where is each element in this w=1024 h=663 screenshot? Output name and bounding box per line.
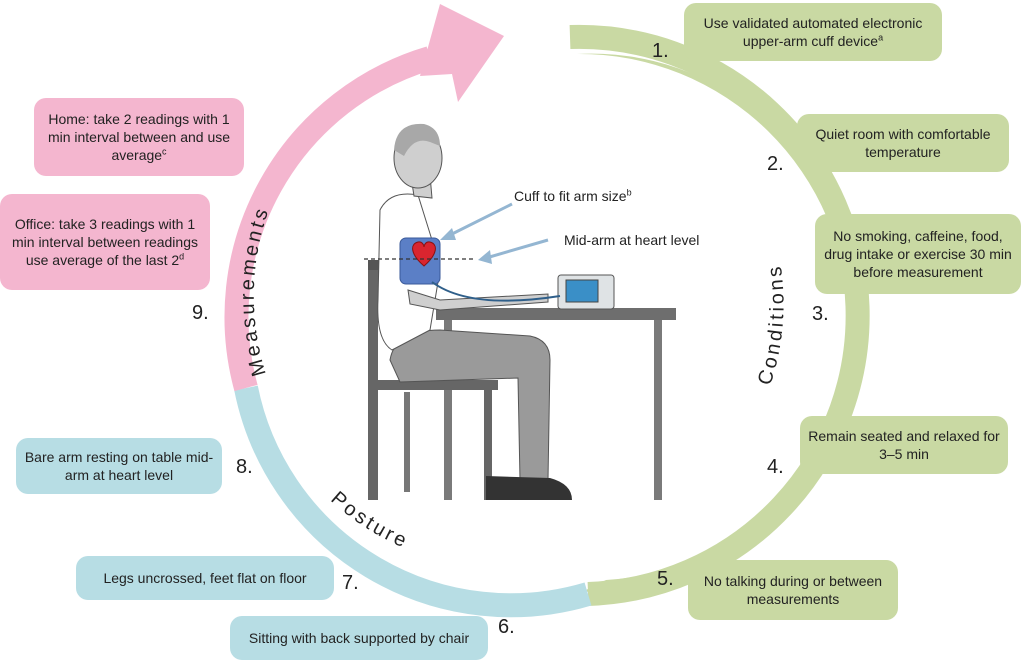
table-illustration — [436, 308, 676, 500]
step-1-box: Use validated automated electronic upper… — [684, 3, 942, 61]
step-6-number: 6. — [498, 616, 515, 638]
step-6-box: Sitting with back supported by chair — [230, 616, 488, 660]
step-9-home-box: Home: take 2 readings with 1 min interva… — [34, 98, 244, 176]
heart-icon — [412, 241, 436, 267]
step-4-number: 4. — [767, 456, 784, 478]
step-1-number: 1. — [652, 40, 669, 62]
bp-monitor-illustration — [557, 274, 615, 310]
measurements-arrowhead — [420, 4, 504, 102]
step-2-box: Quiet room with comfortable temperature — [797, 114, 1009, 172]
step-5-box: No talking during or between measurement… — [688, 560, 898, 620]
step-3-number: 3. — [812, 303, 829, 325]
step-9-number: 9. — [192, 302, 209, 324]
step-9-office-box: Office: take 3 readings with 1 min inter… — [0, 194, 210, 290]
step-8-box: Bare arm resting on table mid-arm at hea… — [16, 438, 222, 494]
step-7-box: Legs uncrossed, feet flat on floor — [76, 556, 334, 600]
step-3-box: No smoking, caffeine, food, drug intake … — [815, 214, 1021, 294]
posture-arc — [234, 385, 592, 618]
step-2-number: 2. — [767, 153, 784, 175]
cuff-annotation: Cuff to fit arm sizeb — [514, 187, 632, 204]
step-8-number: 8. — [236, 456, 253, 478]
person-illustration — [377, 123, 572, 500]
step-4-box: Remain seated and relaxed for 3–5 min — [800, 416, 1008, 474]
conditions-label: Conditions — [754, 262, 789, 387]
cuff-annotation-arrow — [440, 202, 513, 240]
midarm-annotation-arrow — [478, 238, 549, 264]
conditions-arc-band — [569, 24, 870, 606]
measurements-arc — [224, 46, 434, 392]
step-5-number: 5. — [657, 568, 674, 590]
midarm-annotation: Mid-arm at heart level — [564, 232, 700, 248]
step-7-number: 7. — [342, 572, 359, 594]
